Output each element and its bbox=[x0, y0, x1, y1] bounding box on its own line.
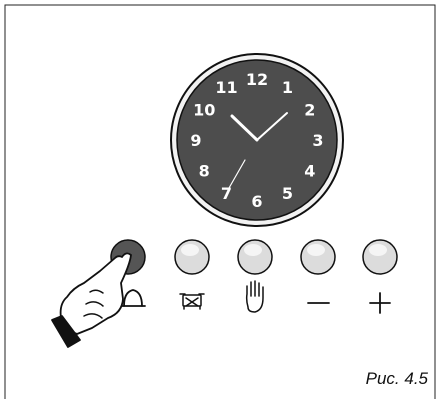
clock-numeral: 1 bbox=[282, 78, 293, 97]
clock-numeral: 11 bbox=[215, 78, 237, 97]
bell-icon bbox=[117, 289, 146, 307]
hand-icon bbox=[245, 280, 264, 313]
clock-numeral: 5 bbox=[282, 184, 293, 203]
panel-frame bbox=[4, 4, 436, 399]
plus-button[interactable] bbox=[362, 239, 398, 275]
minus-button[interactable] bbox=[300, 239, 336, 275]
clock-numeral: 2 bbox=[304, 101, 315, 120]
clock-numeral: 3 bbox=[312, 131, 323, 150]
manual-button[interactable] bbox=[237, 239, 273, 275]
clock-numeral: 6 bbox=[251, 192, 262, 211]
pot-cross-icon bbox=[179, 293, 205, 310]
clock-numeral: 4 bbox=[304, 162, 315, 181]
clock-numeral: 9 bbox=[190, 131, 201, 150]
minute-hand bbox=[256, 112, 288, 141]
plus-icon bbox=[369, 292, 391, 314]
pointing-hand bbox=[51, 252, 132, 348]
clock-numeral: 10 bbox=[193, 101, 215, 120]
figure-caption: Рис. 4.5 bbox=[365, 369, 428, 388]
cooking-stop-button[interactable] bbox=[174, 239, 210, 275]
second-hand bbox=[228, 159, 246, 189]
button-row bbox=[110, 239, 398, 275]
clock-numeral: 8 bbox=[199, 162, 210, 181]
hour-hand bbox=[230, 114, 259, 142]
clock-numeral: 7 bbox=[221, 184, 232, 203]
clock-numeral: 12 bbox=[246, 70, 268, 89]
